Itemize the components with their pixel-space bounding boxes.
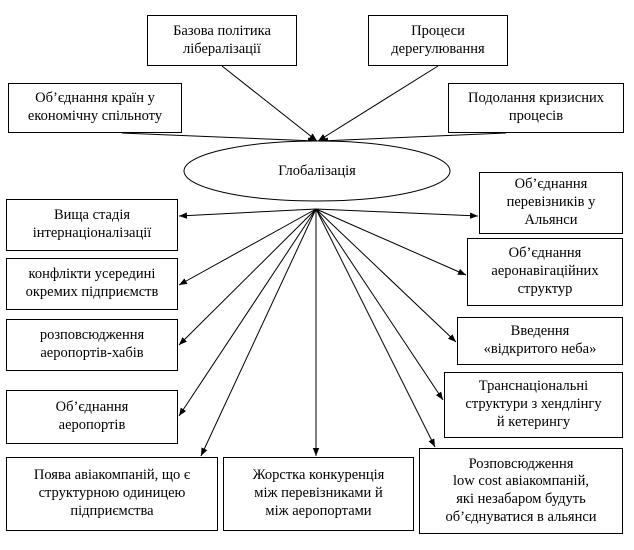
output-airport-merger: Об’єднання аеропортів: [6, 390, 178, 444]
output-low-cost: Розповсюдження low cost авіакомпаній, як…: [419, 448, 623, 534]
arrow-open-sky: [315, 208, 457, 343]
arrow-internationalization: [178, 208, 317, 219]
input-crisis-overcoming: Подолання кризисних процесів: [448, 83, 624, 133]
arrow-hub-airports: [178, 208, 317, 346]
input-economic-community: Об’єднання країн у економічну спільноту: [8, 83, 182, 133]
input-liberalization: Базова політика лібералізації: [147, 15, 297, 66]
arrow-transnational-handling: [315, 208, 444, 401]
output-structural-airlines: Поява авіакомпаній, що є структурною оди…: [6, 457, 218, 531]
output-transnational-handling: Транснаціональні структури з хендлінгу й…: [444, 372, 623, 438]
arrow-carrier-alliances: [315, 208, 479, 219]
output-hub-airports: розповсюдження аеропортів-хабів: [6, 319, 178, 371]
center-label: Глобалізація: [278, 162, 356, 179]
arrow-enterprise-conflicts: [178, 208, 317, 286]
output-carrier-alliances: Об’єднання перевізників у Альянси: [479, 172, 623, 234]
output-internationalization: Вища стадія інтернаціоналізації: [6, 199, 178, 251]
arrow-airport-merger: [178, 208, 317, 417]
input-deregulation: Процеси дерегулювання: [368, 15, 508, 66]
arrow-economic-community: [121, 132, 317, 144]
arrow-deregulation: [317, 65, 439, 142]
output-enterprise-conflicts: конфлікти усередині окремих підприємств: [6, 258, 178, 310]
center-ellipse: [183, 140, 451, 202]
arrow-crisis-overcoming: [319, 132, 507, 144]
output-air-navigation: Об’єднання аеронавігаційних структур: [467, 238, 623, 306]
arrow-low-cost: [315, 208, 436, 448]
output-open-sky: Введення «відкритого неба»: [457, 317, 623, 365]
arrow-structural-airlines: [200, 208, 317, 457]
arrow-liberalization: [221, 65, 318, 142]
output-tough-competition: Жорстка конкуренція між перевізниками й …: [223, 457, 414, 531]
arrow-air-navigation: [315, 208, 467, 276]
